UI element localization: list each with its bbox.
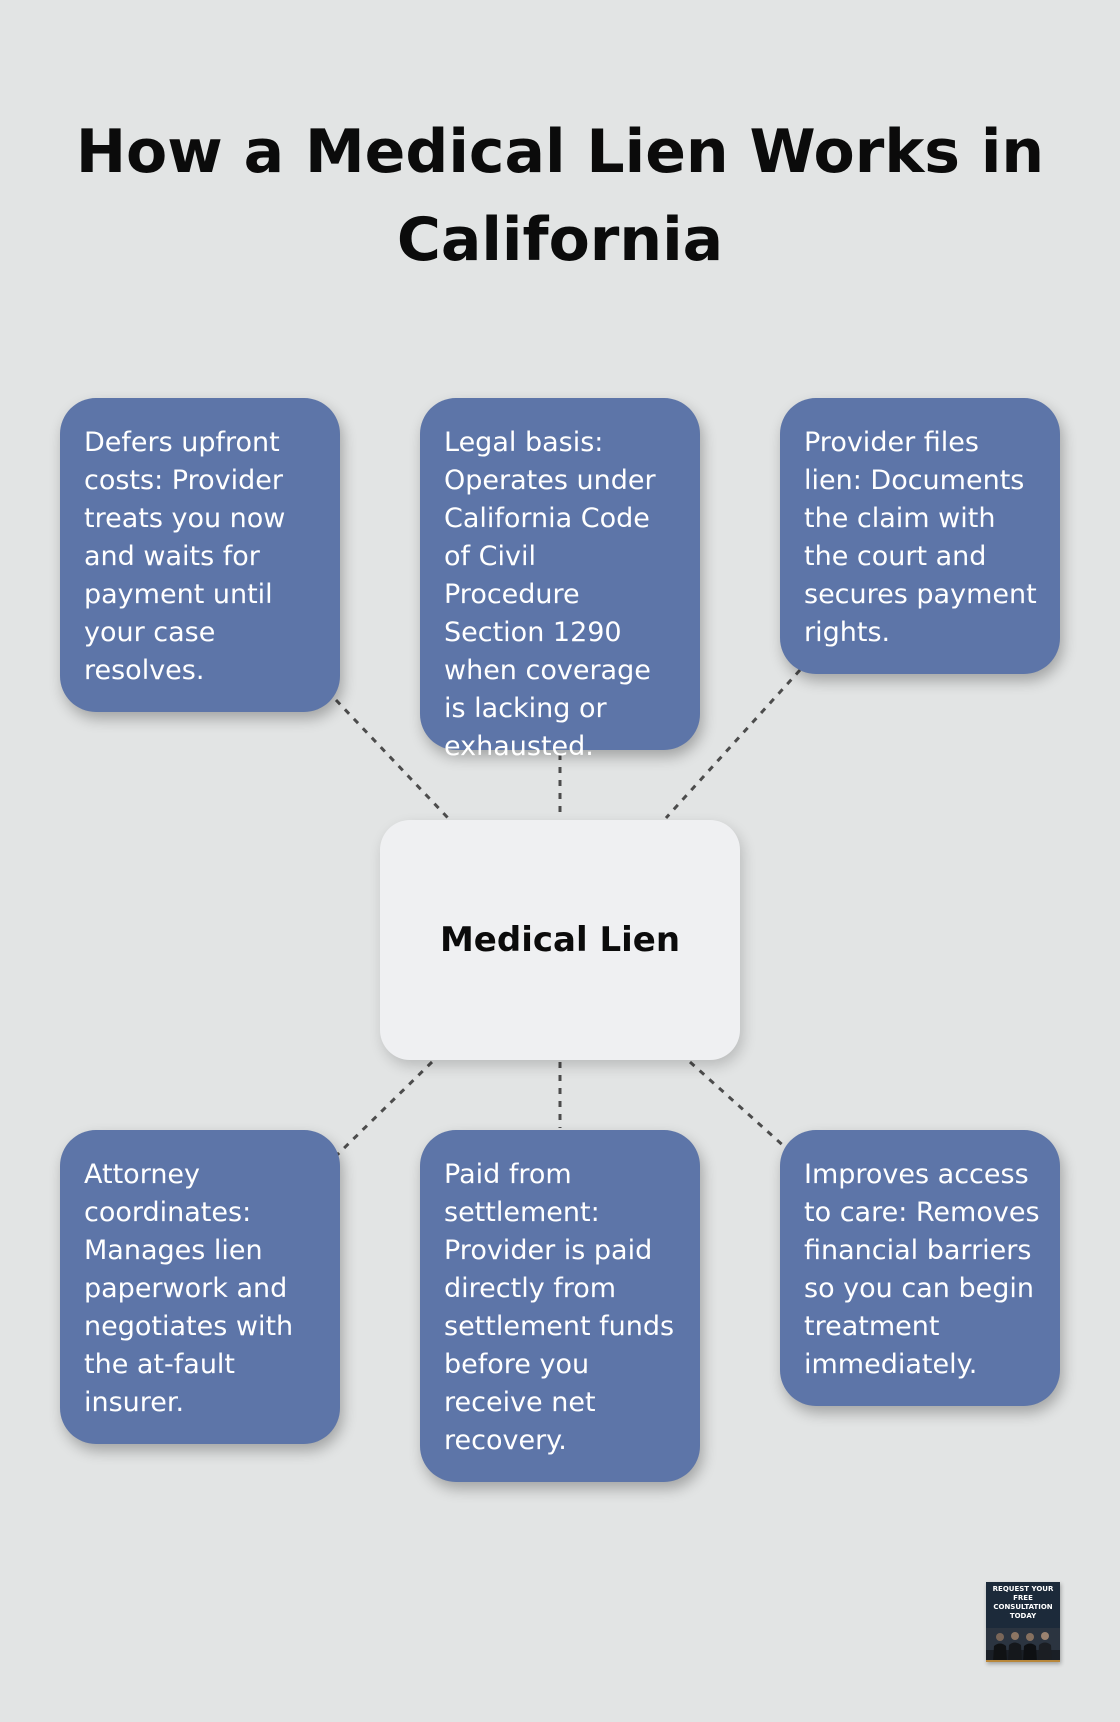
node-legal-basis: Legal basis: Operates under California C… [420, 398, 700, 762]
node-paid-from-settlement: Paid from settlement: Provider is paid d… [420, 1130, 700, 1482]
center-node: Medical Lien [380, 820, 740, 1060]
node-attorney-coordinates: Attorney coordinates: Manages lien paper… [60, 1130, 340, 1444]
page-title: How a Medical Lien Works in California [75, 117, 1045, 275]
consultation-badge-text: REQUEST YOUR FREE CONSULTATION TODAY [992, 1585, 1054, 1620]
connector-line-bottom-right [688, 1060, 788, 1150]
people-photo-icon [986, 1628, 1060, 1662]
connector-line-bottom-left [334, 1060, 434, 1158]
consultation-badge[interactable]: REQUEST YOUR FREE CONSULTATION TODAY [986, 1582, 1060, 1662]
center-node-label: Medical Lien [439, 920, 681, 960]
connector-line-top-left [334, 698, 450, 820]
node-defers-upfront-costs: Defers upfront costs: Provider treats yo… [60, 398, 340, 712]
node-improves-access-to-care: Improves access to care: Removes financi… [780, 1130, 1060, 1406]
node-provider-files-lien: Provider files lien: Documents the claim… [780, 398, 1060, 674]
